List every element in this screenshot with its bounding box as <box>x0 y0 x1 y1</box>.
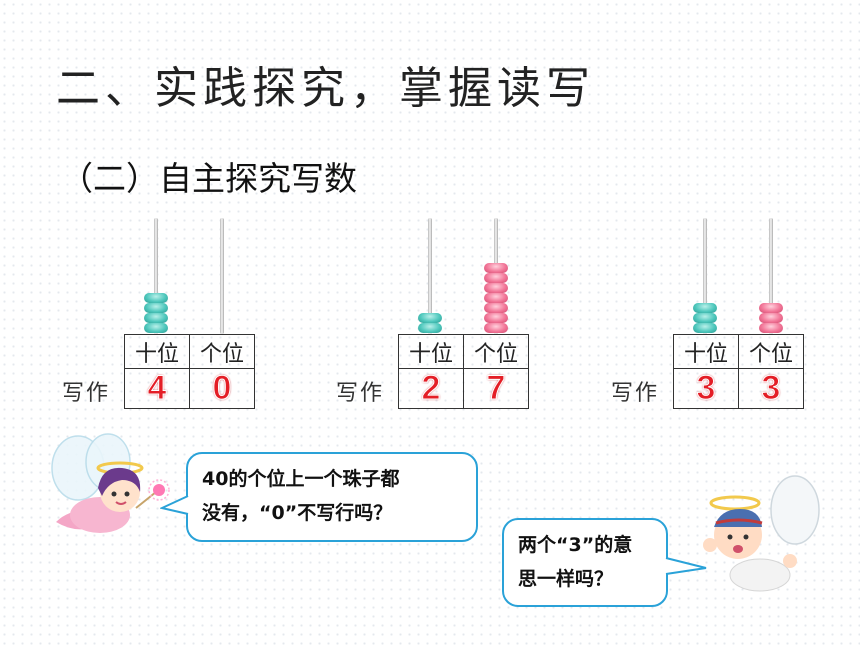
tens-bead <box>144 293 168 303</box>
page-title: 二、实践探究，掌握读写 <box>56 63 595 114</box>
tens-digit: 3 <box>673 368 739 409</box>
ones-bead <box>759 323 783 333</box>
ones-header: 个位 <box>463 334 529 369</box>
bubble-right-line2: 思一样吗？ <box>518 568 614 590</box>
ones-bead <box>484 313 508 323</box>
tens-bead <box>144 303 168 313</box>
abacus-3: 十位 个位 3 3 <box>673 218 860 418</box>
ones-digit: 0 <box>189 368 255 409</box>
ones-rod <box>220 218 224 334</box>
write-label: 写作 <box>611 381 660 406</box>
speech-bubble-left: 40的个位上一个珠子都 没有，“0”不写行吗？ <box>186 452 478 542</box>
abacus-2: 十位 个位 2 7 <box>398 218 618 418</box>
ones-bead <box>484 273 508 283</box>
ones-bead <box>759 313 783 323</box>
tens-bead <box>693 323 717 333</box>
ones-bead <box>759 303 783 313</box>
tens-rod <box>154 218 158 334</box>
tens-bead <box>693 303 717 313</box>
ones-bead <box>484 263 508 273</box>
speech-bubble-left-tail <box>160 495 189 515</box>
ones-bead <box>484 323 508 333</box>
bubble-left-line1: 40的个位上一个珠子都 <box>202 468 400 490</box>
place-value-table: 十位 个位 4 0 <box>124 334 255 409</box>
write-label: 写作 <box>336 381 385 406</box>
ones-bead <box>484 303 508 313</box>
place-value-table: 十位 个位 3 3 <box>673 334 804 409</box>
tens-bead <box>144 313 168 323</box>
ones-digit: 3 <box>738 368 804 409</box>
ones-rod <box>769 218 773 334</box>
tens-header: 十位 <box>398 334 464 369</box>
ones-bead <box>484 293 508 303</box>
tens-bead <box>418 323 442 333</box>
tens-digit: 4 <box>124 368 190 409</box>
tens-header: 十位 <box>673 334 739 369</box>
section-subtitle: （二）自主探究写数 <box>60 159 357 198</box>
tens-digit: 2 <box>398 368 464 409</box>
tens-bead <box>693 313 717 323</box>
ones-header: 个位 <box>738 334 804 369</box>
ones-digit: 7 <box>463 368 529 409</box>
place-value-table: 十位 个位 2 7 <box>398 334 529 409</box>
bubble-right-line1: 两个“3”的意 <box>518 534 633 556</box>
bubble-left-line2: 没有，“0”不写行吗？ <box>202 502 393 524</box>
angel-boy-illustration <box>703 475 820 592</box>
angel-girl-illustration <box>51 433 170 533</box>
tens-header: 十位 <box>124 334 190 369</box>
abacus-1: 十位 个位 4 0 <box>124 218 344 418</box>
write-label: 写作 <box>62 381 111 406</box>
tens-bead <box>418 313 442 323</box>
tens-rod <box>703 218 707 334</box>
ones-header: 个位 <box>189 334 255 369</box>
ones-bead <box>484 283 508 293</box>
speech-bubble-right-tail <box>665 557 707 575</box>
speech-bubble-right: 两个“3”的意 思一样吗？ <box>502 518 668 607</box>
tens-bead <box>144 323 168 333</box>
tens-rod <box>428 218 432 334</box>
